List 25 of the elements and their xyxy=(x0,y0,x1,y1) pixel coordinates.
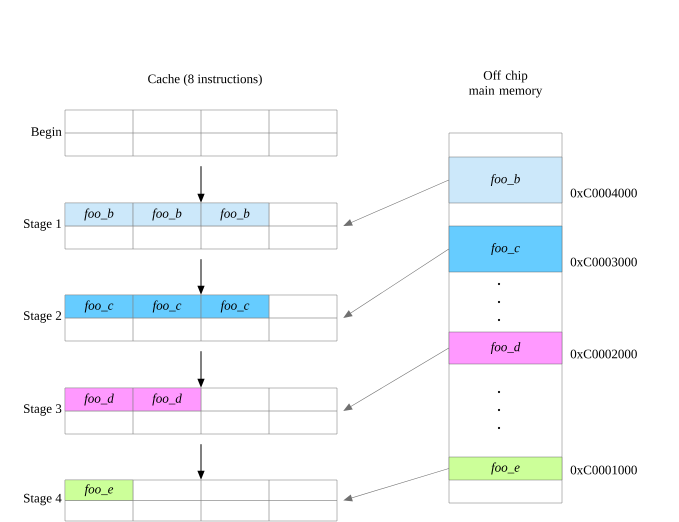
row-label: Stage 1 xyxy=(24,219,62,231)
cache-cell: foo_c xyxy=(200,294,270,318)
row-label: Stage 4 xyxy=(24,494,62,506)
cache-cell: foo_d xyxy=(64,388,134,412)
node-label: Off chip main memory xyxy=(468,70,542,98)
address-label: 0xC0002000 xyxy=(570,350,637,358)
heading: Cache (8 instructions) xyxy=(148,74,262,86)
cache-row xyxy=(64,110,338,156)
cache-cell: foo_b xyxy=(200,202,270,226)
address-label: 0xC0001000 xyxy=(570,466,637,474)
cache-cell: foo_e xyxy=(64,480,134,501)
row-label: Begin xyxy=(31,127,62,139)
memory-block: foo_e xyxy=(448,456,562,480)
row-label: Stage 2 xyxy=(24,311,62,323)
cache-cell: foo_c xyxy=(64,294,134,318)
address-label: 0xC0004000 xyxy=(570,188,637,198)
cache-cell: foo_b xyxy=(132,202,202,226)
memory-block: foo_d xyxy=(448,332,562,364)
cache-cell: foo_d xyxy=(132,388,202,412)
cache-cell: foo_c xyxy=(132,294,202,318)
address-label: 0xC0003000 xyxy=(570,258,637,266)
memory-block: foo_b xyxy=(448,156,562,204)
memory-block: foo_c xyxy=(448,226,562,272)
cache-cell: foo_b xyxy=(64,202,134,226)
row-label: Stage 3 xyxy=(24,404,62,416)
